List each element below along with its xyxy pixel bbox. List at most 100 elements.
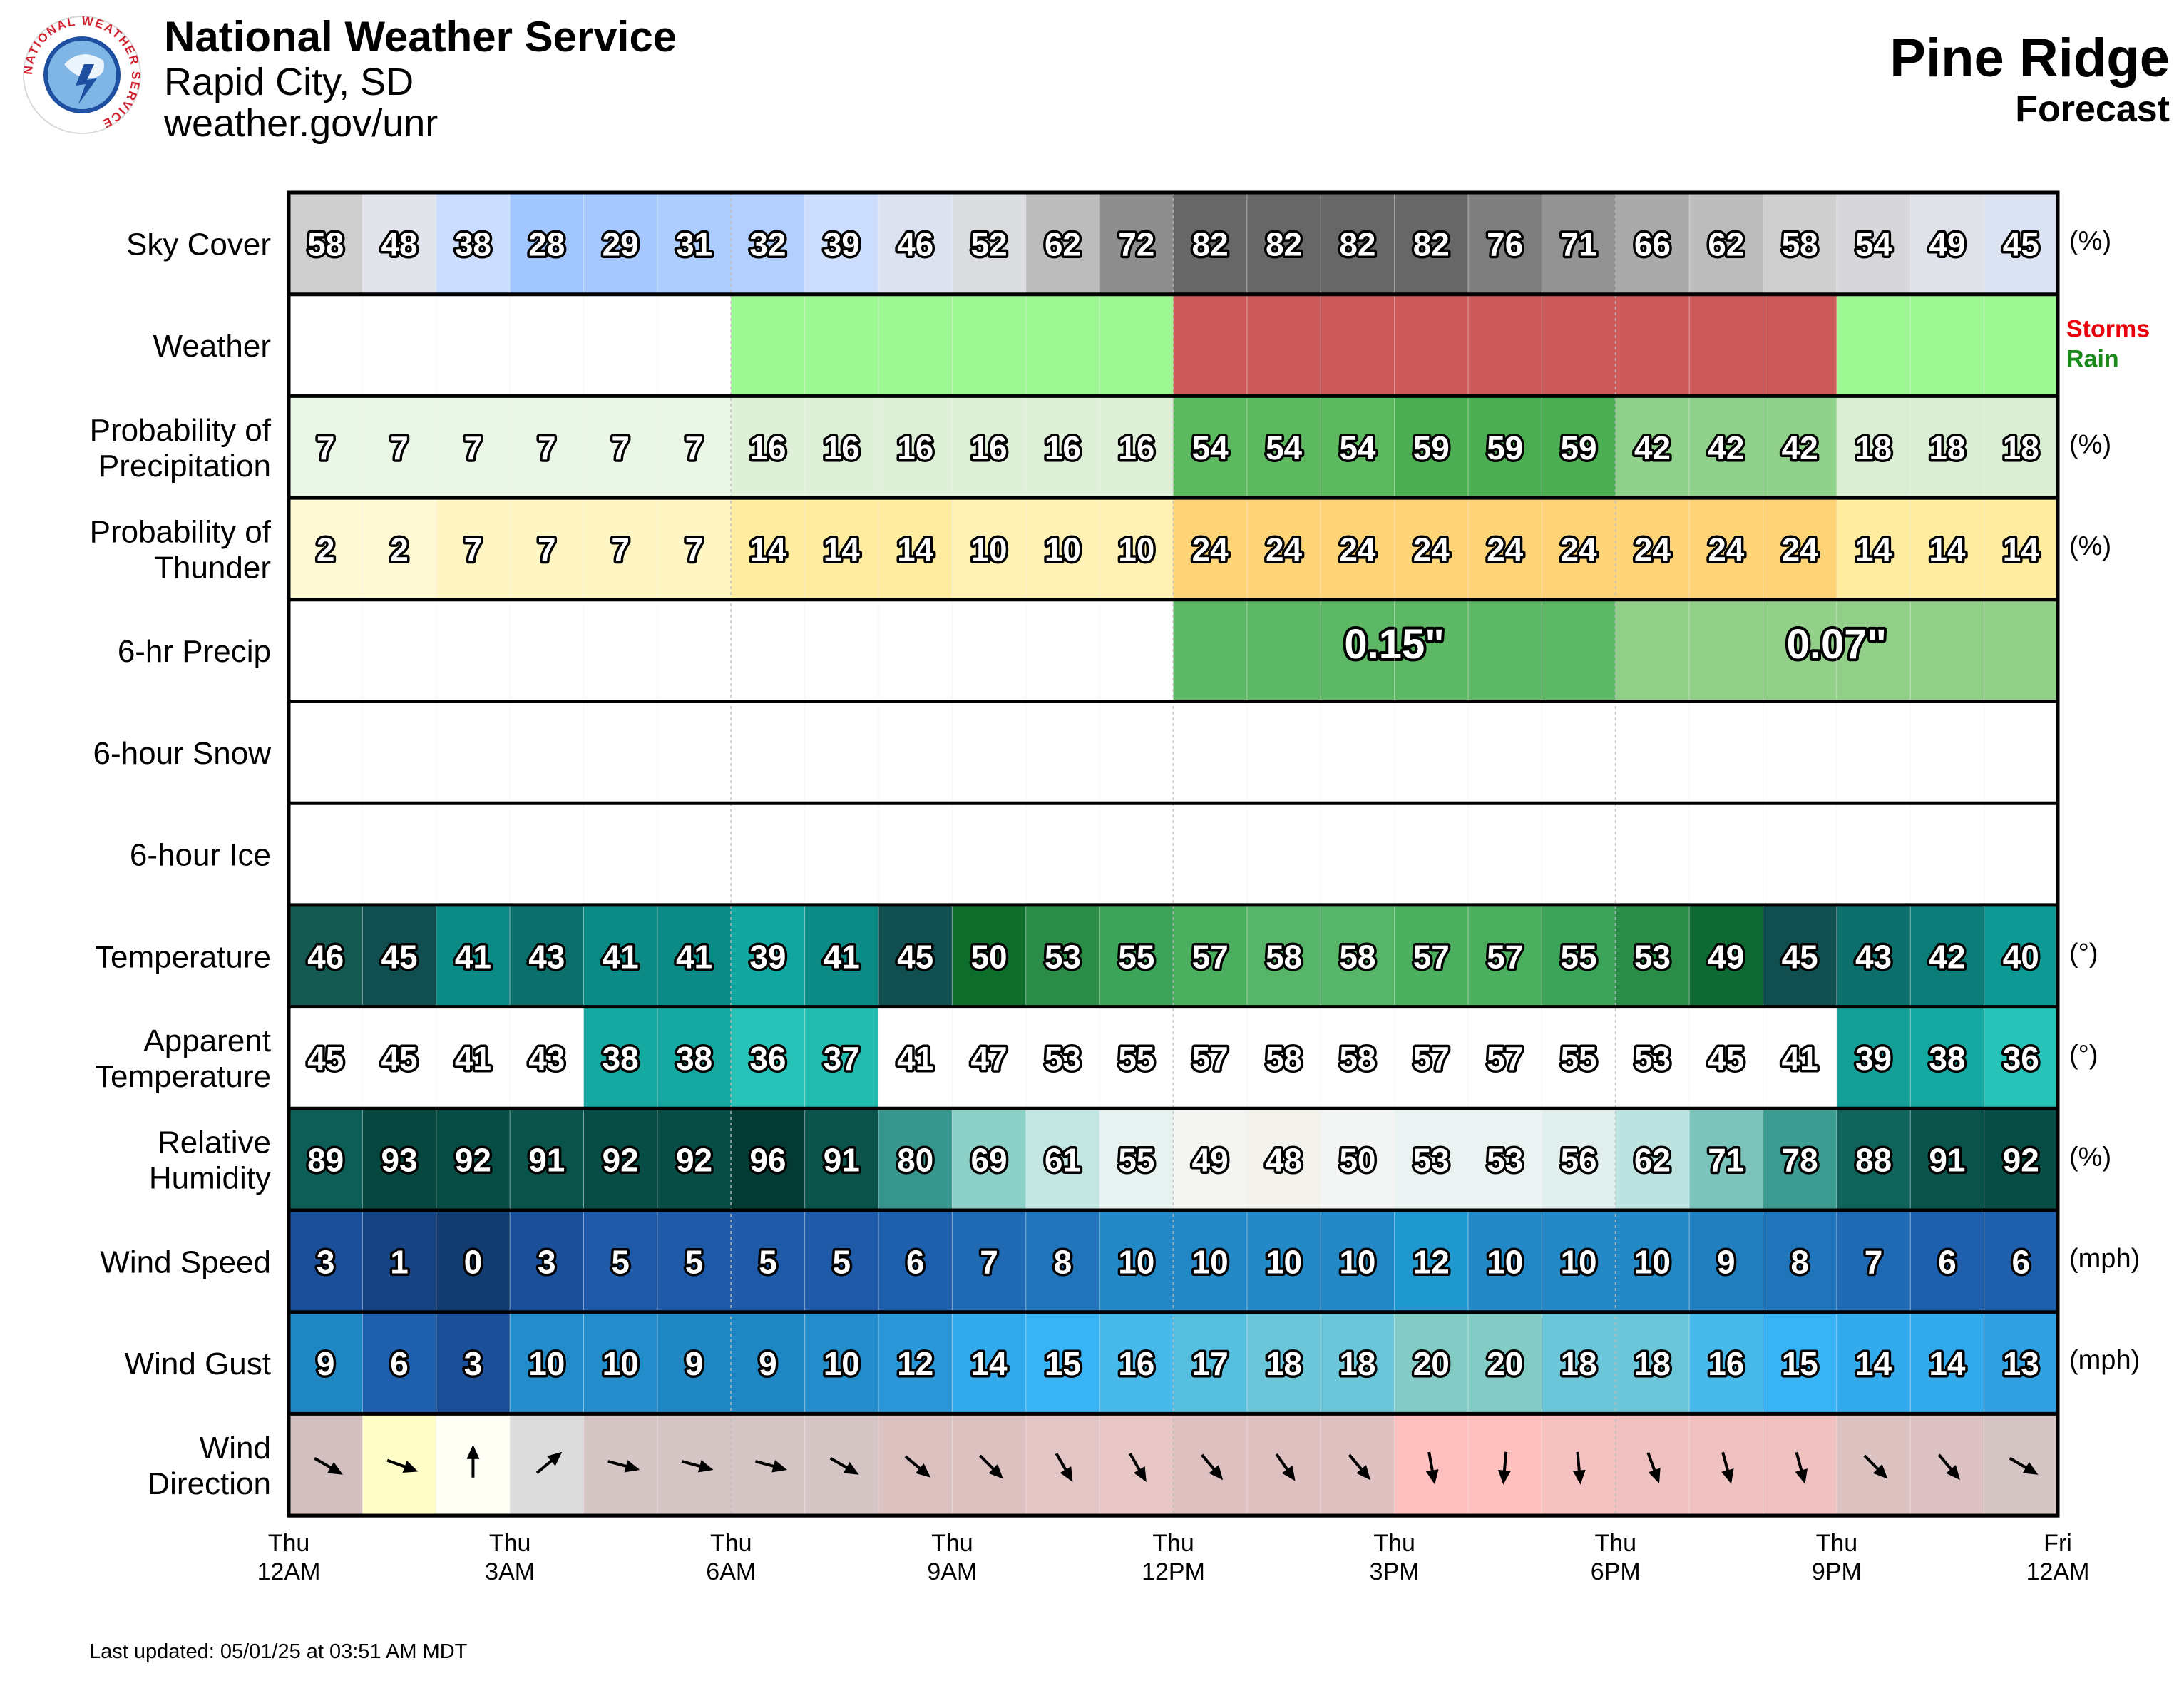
cell-apparent	[362, 1006, 437, 1109]
weather-cell	[657, 294, 732, 397]
cell-value-wind: 8	[1790, 1243, 1809, 1280]
cell-value-wind: 3	[317, 1243, 335, 1280]
cell-value-wind: 10	[1118, 1243, 1154, 1280]
cell-rh	[1025, 1108, 1100, 1210]
cell-value-sky: 82	[1339, 225, 1375, 262]
cell-pop	[1689, 396, 1764, 499]
cell-value-wind: 3	[538, 1243, 556, 1280]
cell-pop	[362, 396, 437, 499]
cell-value-thunder: 7	[685, 531, 704, 568]
cell-value-apparent: 53	[1634, 1040, 1671, 1077]
cell-rh	[583, 1108, 658, 1210]
cell-value-sky: 62	[1708, 225, 1744, 262]
cell-thunder	[731, 498, 806, 600]
cell-apparent	[1836, 1006, 1911, 1109]
cell-apparent	[1321, 1006, 1395, 1109]
cell-sky	[1984, 193, 2059, 295]
nws-seal-logo: NATIONAL WEATHER SERVICE	[21, 14, 143, 136]
cell-value-wind: 10	[1487, 1243, 1523, 1280]
cell-value-thunder: 24	[1782, 531, 1819, 568]
cell-value-temp: 45	[1782, 938, 1818, 975]
cell-value-wind: 6	[906, 1243, 925, 1280]
cell-rh	[1173, 1108, 1248, 1210]
cell-value-sky: 45	[2003, 225, 2039, 262]
cell-gust	[1984, 1312, 2059, 1414]
cell-value-apparent: 38	[676, 1040, 712, 1077]
weather-cell	[804, 294, 879, 397]
cell-value-wind: 9	[1717, 1243, 1736, 1280]
cell-gust	[1615, 1312, 1690, 1414]
wind-arrow-icon	[1275, 1453, 1296, 1481]
row-unit-thunder: (%)	[2069, 531, 2111, 561]
cell-temp	[731, 904, 806, 1007]
wind-arrow-icon	[681, 1460, 714, 1473]
row-label-weather: Weather	[153, 329, 272, 364]
weather-cell	[1910, 294, 1985, 397]
cell-value-pop: 59	[1487, 429, 1523, 466]
cell-value-gust: 16	[1118, 1345, 1154, 1382]
cell-rh	[289, 1108, 363, 1210]
cell-wind	[436, 1210, 511, 1312]
cell-value-apparent: 36	[749, 1040, 786, 1077]
cell-value-sky: 58	[1782, 225, 1818, 262]
cell-apparent	[436, 1006, 511, 1109]
header-location-block: Pine Ridge Forecast	[1890, 29, 2170, 131]
cell-temp	[362, 904, 437, 1007]
cell-value-temp: 41	[603, 938, 639, 975]
weather-cell	[1321, 294, 1395, 397]
cell-value-rh: 49	[1192, 1142, 1229, 1179]
cell-apparent	[878, 1006, 953, 1109]
cell-apparent	[952, 1006, 1027, 1109]
cell-value-thunder: 24	[1192, 531, 1229, 568]
cell-apparent	[1173, 1006, 1248, 1109]
cell-value-rh: 61	[1045, 1142, 1081, 1179]
weather-cell	[362, 294, 437, 397]
cell-value-thunder: 2	[317, 531, 335, 568]
cell-value-thunder: 10	[1045, 531, 1081, 568]
office-url[interactable]: weather.gov/unr	[164, 102, 439, 145]
wind-arrow-icon	[1129, 1453, 1147, 1482]
cell-value-temp: 45	[897, 938, 933, 975]
cell-thunder	[1173, 498, 1248, 600]
cell-wind	[1246, 1210, 1321, 1312]
row-label-pop: Probability of	[90, 413, 272, 448]
cell-value-sky: 31	[676, 225, 712, 262]
time-label-day: Thu	[1594, 1530, 1636, 1557]
row-label-rh: Humidity	[149, 1161, 271, 1196]
cell-value-pop: 42	[1634, 429, 1671, 466]
cell-value-apparent: 41	[897, 1040, 933, 1077]
cell-temp	[1099, 904, 1174, 1007]
cell-value-thunder: 24	[1708, 531, 1745, 568]
cell-apparent	[1246, 1006, 1321, 1109]
cell-temp	[1321, 904, 1395, 1007]
cell-apparent	[510, 1006, 585, 1109]
wind-arrow-icon	[978, 1454, 1003, 1479]
cell-rh	[1763, 1108, 1837, 1210]
cell-value-temp: 50	[970, 938, 1007, 975]
weather-cell	[952, 294, 1027, 397]
cell-value-sky: 52	[970, 225, 1007, 262]
cell-value-temp: 42	[1929, 938, 1965, 975]
cell-value-thunder: 7	[611, 531, 630, 568]
cell-temp	[878, 904, 953, 1007]
row-label-wind: Wind Speed	[100, 1245, 271, 1279]
cell-value-wind: 10	[1192, 1243, 1229, 1280]
cell-value-apparent: 38	[1929, 1040, 1965, 1077]
cell-value-gust: 18	[1339, 1345, 1375, 1382]
cell-value-sky: 38	[455, 225, 491, 262]
cell-value-pop: 16	[824, 429, 860, 466]
cell-value-apparent: 39	[1855, 1040, 1892, 1077]
cell-value-pop: 59	[1560, 429, 1596, 466]
cell-value-rh: 92	[455, 1142, 491, 1179]
cell-thunder	[1099, 498, 1174, 600]
cell-thunder	[583, 498, 658, 600]
cell-wind	[1542, 1210, 1616, 1312]
cell-wind	[362, 1210, 437, 1312]
cell-value-apparent: 38	[603, 1040, 639, 1077]
cell-value-rh: 96	[749, 1142, 786, 1179]
cell-value-rh: 53	[1487, 1142, 1523, 1179]
cell-value-rh: 71	[1708, 1142, 1744, 1179]
cell-rh	[1394, 1108, 1469, 1210]
cell-value-thunder: 14	[1855, 531, 1892, 568]
